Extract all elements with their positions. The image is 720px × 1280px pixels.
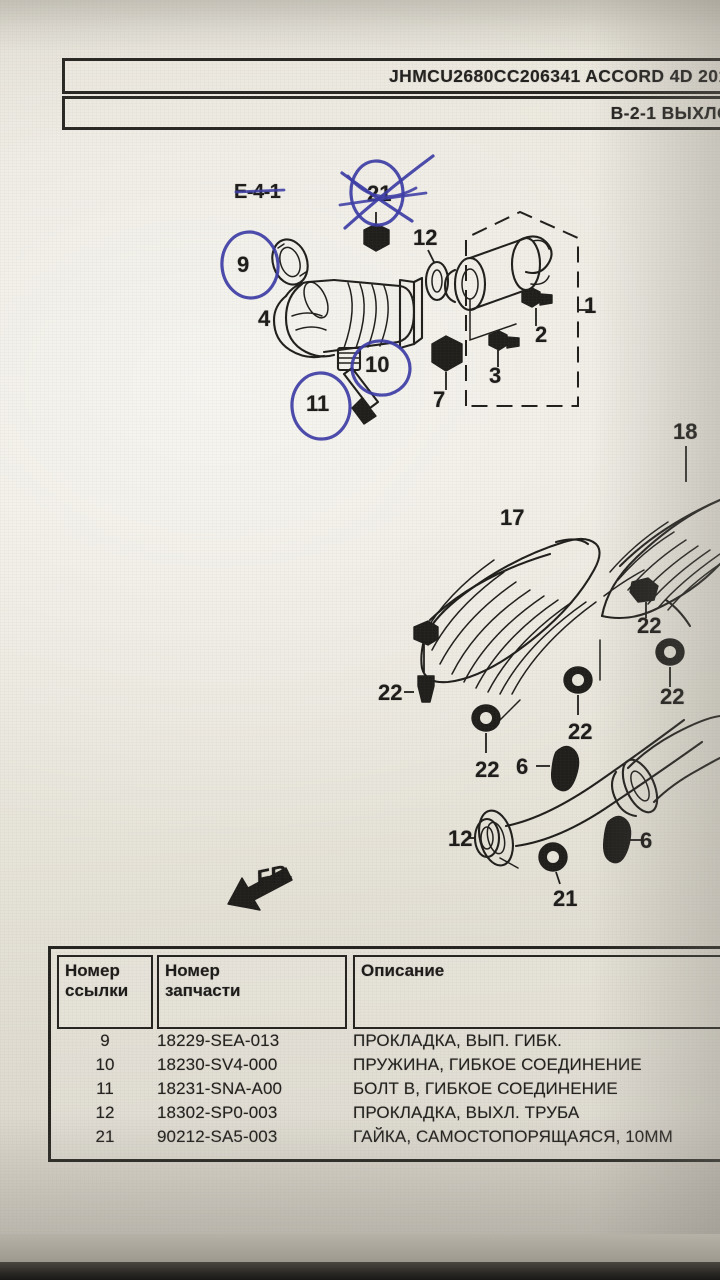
diagram-callout-22: 22 <box>637 613 662 638</box>
diagram-callout-1: 1 <box>584 293 597 318</box>
part-gasket-12-lower <box>468 817 501 859</box>
diagram-callout-6: 6 <box>516 754 529 779</box>
diagram-callout-6: 6 <box>640 828 653 853</box>
cell-reference-number: 12 <box>95 1103 115 1122</box>
diagram-callout-2: 2 <box>535 322 548 347</box>
table-row[interactable]: 9 18229-SEA-013 ПРОКЛАДКА, ВЫП. ГИБК. <box>51 1029 720 1053</box>
cell-description: БОЛТ В, ГИБКОЕ СОЕДИНЕНИЕ <box>353 1079 618 1098</box>
diagram-callout-22: 22 <box>475 757 500 782</box>
part-bolt-22-d <box>629 577 659 618</box>
part-bolt-3 <box>488 330 520 367</box>
diagram-callout-21: 21 <box>553 886 578 911</box>
diagram-callout-3: 3 <box>489 363 502 388</box>
cell-description: ГАЙКА, САМОСТОПОРЯЩАЯСЯ, 10ММ <box>353 1127 673 1146</box>
diagram-callout-12: 12 <box>413 225 438 250</box>
cell-part-number: 18302-SP0-003 <box>157 1103 278 1122</box>
part-heat-shield-18 <box>600 446 720 687</box>
part-nut-21-lower <box>538 842 568 885</box>
cell-part-number: 90212-SA5-003 <box>157 1127 278 1146</box>
cell-reference-number: 9 <box>100 1031 110 1050</box>
table-row[interactable]: 12 18302-SP0-003 ПРОКЛАДКА, ВЫХЛ. ТРУБА <box>51 1101 720 1125</box>
column-header-description: Описание <box>353 955 720 1029</box>
desk-surface-band <box>0 1234 720 1262</box>
header-vin-title-box: JHMCU2680CC206341 ACCORD 4D 2012 K <box>62 58 720 94</box>
table-row[interactable]: 10 18230-SV4-000 ПРУЖИНА, ГИБКОЕ СОЕДИНЕНИ… <box>51 1053 720 1077</box>
part-nut-21-upper <box>363 212 390 252</box>
diagram-callout-7: 7 <box>433 387 446 412</box>
bottom-dark-band <box>0 1262 720 1280</box>
diagram-callout-18: 18 <box>673 419 698 444</box>
cell-description: ПРОКЛАДКА, ВЫХЛ. ТРУБА <box>353 1103 580 1122</box>
diagram-callout-22: 22 <box>568 719 593 744</box>
part-gasket-9 <box>271 238 309 286</box>
diagram-callout-22: 22 <box>660 684 685 709</box>
diagram-callout-22: 22 <box>378 680 403 705</box>
part-catalytic-converter-1 <box>443 210 590 407</box>
parts-table: Номер ссылки Номер запчасти Описание 9 18… <box>48 946 720 1162</box>
diagram-callout-9: 9 <box>237 252 250 277</box>
part-grommet-22-b <box>471 704 501 753</box>
diagram-callout-17: 17 <box>500 505 525 530</box>
parts-table-footer-spacer <box>51 1149 720 1159</box>
part-grommet-22-e <box>655 638 685 687</box>
header-vin-title: JHMCU2680CC206341 ACCORD 4D 2012 K <box>389 65 720 86</box>
part-rubber-mount-6-b <box>602 815 642 864</box>
diagram-callout-11: 11 <box>306 391 330 416</box>
part-front-pipe-4 <box>272 276 424 359</box>
top-shadow-gradient <box>0 0 720 52</box>
header-section-title-box: B-2-1 ВЫХЛОПН <box>62 96 720 130</box>
cell-reference-number: 10 <box>95 1055 115 1074</box>
cell-reference-number: 21 <box>95 1127 115 1146</box>
cell-description: ПРОКЛАДКА, ВЫП. ГИБК. <box>353 1031 562 1050</box>
diagram-callout-21: 21 <box>367 181 392 206</box>
part-grommet-22-c <box>563 666 593 715</box>
pen-circle-ref-9 <box>220 230 280 300</box>
parts-table-header: Номер ссылки Номер запчасти Описание <box>51 949 720 1029</box>
diagram-callout-12: 12 <box>448 826 473 851</box>
table-row[interactable]: 21 90212-SA5-003 ГАЙКА, САМОСТОПОРЯЩАЯСЯ, … <box>51 1125 720 1149</box>
cell-part-number: 18231-SNA-A00 <box>157 1079 283 1098</box>
cell-part-number: 18230-SV4-000 <box>157 1055 278 1074</box>
part-bolt-2 <box>521 287 553 326</box>
cross-reference-label-e-4-1: E-4-1 <box>234 181 281 203</box>
part-bolt-22-a <box>404 675 435 703</box>
cell-part-number: 18229-SEA-013 <box>157 1031 280 1050</box>
cell-description: ПРУЖИНА, ГИБКОЕ СОЕДИНЕНИЕ <box>353 1055 642 1074</box>
part-gasket-12-upper <box>424 249 450 302</box>
diagram-callout-4: 4 <box>258 306 271 331</box>
table-row[interactable]: 11 18231-SNA-A00 БОЛТ В, ГИБКОЕ СОЕДИНЕНИЕ <box>51 1077 720 1101</box>
part-rubber-mount-6-a <box>536 745 580 792</box>
header-section-title: B-2-1 ВЫХЛОПН <box>610 102 720 123</box>
cell-reference-number: 11 <box>96 1079 114 1098</box>
diagram-callout-10: 10 <box>365 352 390 377</box>
part-nut-7 <box>431 335 463 390</box>
part-spring-10 <box>336 346 362 372</box>
parts-table-body: 9 18229-SEA-013 ПРОКЛАДКА, ВЫП. ГИБК. 10 182… <box>51 1029 720 1149</box>
part-exhaust-pipe-assembly <box>478 714 720 869</box>
column-header-reference-number: Номер ссылки <box>57 955 153 1029</box>
column-header-part-number: Номер запчасти <box>157 955 347 1029</box>
direction-marker-fr: FR. <box>253 858 296 892</box>
